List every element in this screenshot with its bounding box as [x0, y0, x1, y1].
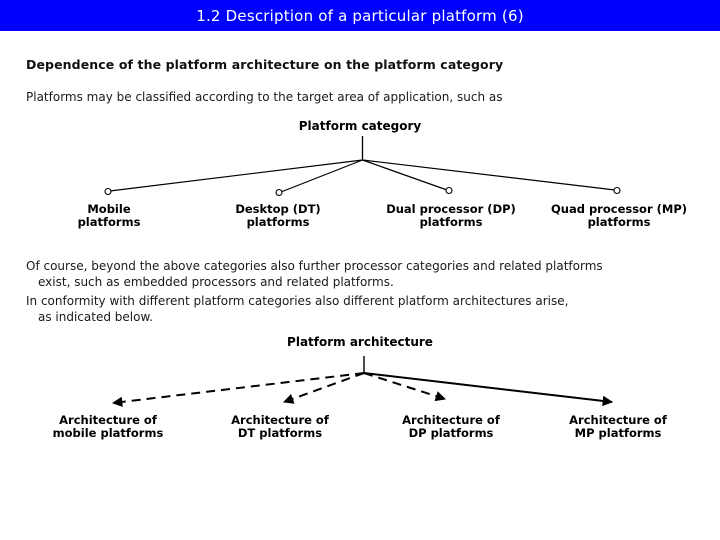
tree1-leaf-mobile-platforms: Mobile platforms [77, 202, 141, 229]
tree2-leaf-architecture-dp-platforms: Architecture of DP platforms [402, 413, 500, 440]
tree1-edge-mobile [109, 159, 363, 192]
paragraph-1-line-2: exist, such as embedded processors and r… [38, 274, 394, 289]
tree2-root-label: Platform architecture [287, 335, 433, 349]
paragraph-2-line-2: as indicated below. [38, 309, 153, 324]
tree1-root-label: Platform category [298, 119, 422, 133]
tree1-endpoint-desktop [275, 188, 283, 197]
paragraph-1-line-1: Of course, beyond the above categories a… [26, 259, 603, 273]
tree1-endpoint-quad [613, 186, 621, 195]
tree1-edge-desktop [280, 159, 363, 193]
tree2-edge-mp [363, 372, 614, 407]
tree1-edge-dual [362, 159, 448, 191]
paragraph-2: In conformity with different platform ca… [26, 294, 710, 325]
tree1-leaf-desktop-platforms: Desktop (DT) platforms [235, 202, 321, 229]
tree2-leaf-architecture-dt-platforms: Architecture of DT platforms [231, 413, 329, 440]
tree1-leaf-dual-processor-platforms: Dual processor (DP) platforms [386, 202, 516, 229]
tree2-edge-dt [283, 372, 365, 404]
tree2-edge-mobile [111, 372, 365, 408]
tree2-leaf-architecture-mobile-platforms: Architecture of mobile platforms [52, 413, 164, 440]
tree1-edge-quad [362, 159, 616, 191]
body-paragraphs: Of course, beyond the above categories a… [26, 259, 710, 329]
platform-category-tree-edges [104, 136, 621, 197]
tree1-endpoint-mobile [104, 187, 112, 196]
lead-paragraph: Platforms may be classified according to… [26, 90, 503, 104]
tree2-leaf-architecture-mp-platforms: Architecture of MP platforms [569, 413, 667, 440]
tree1-leaf-quad-processor-platforms: Quad processor (MP) platforms [550, 202, 688, 229]
page-title: 1.2 Description of a particular platform… [196, 6, 524, 25]
paragraph-1: Of course, beyond the above categories a… [26, 259, 710, 290]
section-subheading: Dependence of the platform architecture … [26, 57, 504, 72]
tree2-edge-dp [363, 372, 446, 402]
tree1-endpoint-dual [445, 186, 453, 195]
slide-title-banner: 1.2 Description of a particular platform… [0, 0, 720, 31]
paragraph-2-line-1: In conformity with different platform ca… [26, 294, 569, 308]
